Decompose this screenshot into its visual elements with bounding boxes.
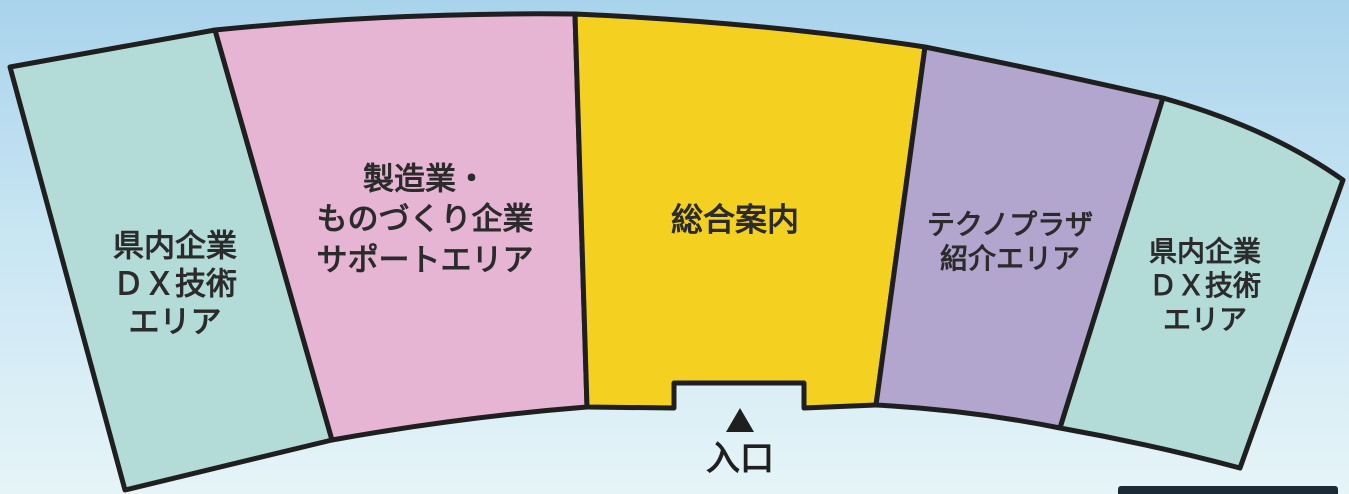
zone-label-line: ＤＸ技術 bbox=[1148, 268, 1262, 302]
zone-dx-right[interactable] bbox=[1057, 95, 1346, 471]
zone-label-mfg: 製造業・ ものづくり企業 サポートエリア bbox=[317, 160, 534, 281]
zone-label-dx-right: 県内企業 ＤＸ技術 エリア bbox=[1149, 235, 1261, 337]
zone-label-line: エリア bbox=[128, 303, 222, 340]
entrance-marker: 入口 bbox=[706, 408, 774, 476]
zone-label-line: エリア bbox=[1162, 303, 1248, 337]
zone-label-line: 県内企業 bbox=[1148, 234, 1262, 268]
corner-panel bbox=[1118, 486, 1338, 494]
zone-label-line: ものづくり企業 bbox=[316, 201, 534, 238]
zone-label-general: 総合案内 bbox=[671, 200, 799, 239]
zone-label-dx-left: 県内企業 ＤＸ技術 エリア bbox=[113, 228, 237, 341]
zone-label-line: 総合案内 bbox=[670, 200, 800, 239]
zone-label-line: 県内企業 bbox=[113, 228, 237, 265]
zone-label-line: テクノプラザ bbox=[926, 207, 1094, 241]
zone-label-line: 製造業・ bbox=[363, 161, 487, 198]
zone-general[interactable] bbox=[572, 11, 928, 411]
zone-label-line: 紹介エリア bbox=[939, 242, 1081, 275]
entrance-label: 入口 bbox=[706, 439, 774, 479]
zone-label-techno: テクノプラザ 紹介エリア bbox=[927, 208, 1093, 276]
zone-label-line: サポートエリア bbox=[316, 242, 534, 279]
triangle-up-icon bbox=[726, 408, 754, 432]
zone-label-line: ＤＸ技術 bbox=[113, 266, 237, 303]
